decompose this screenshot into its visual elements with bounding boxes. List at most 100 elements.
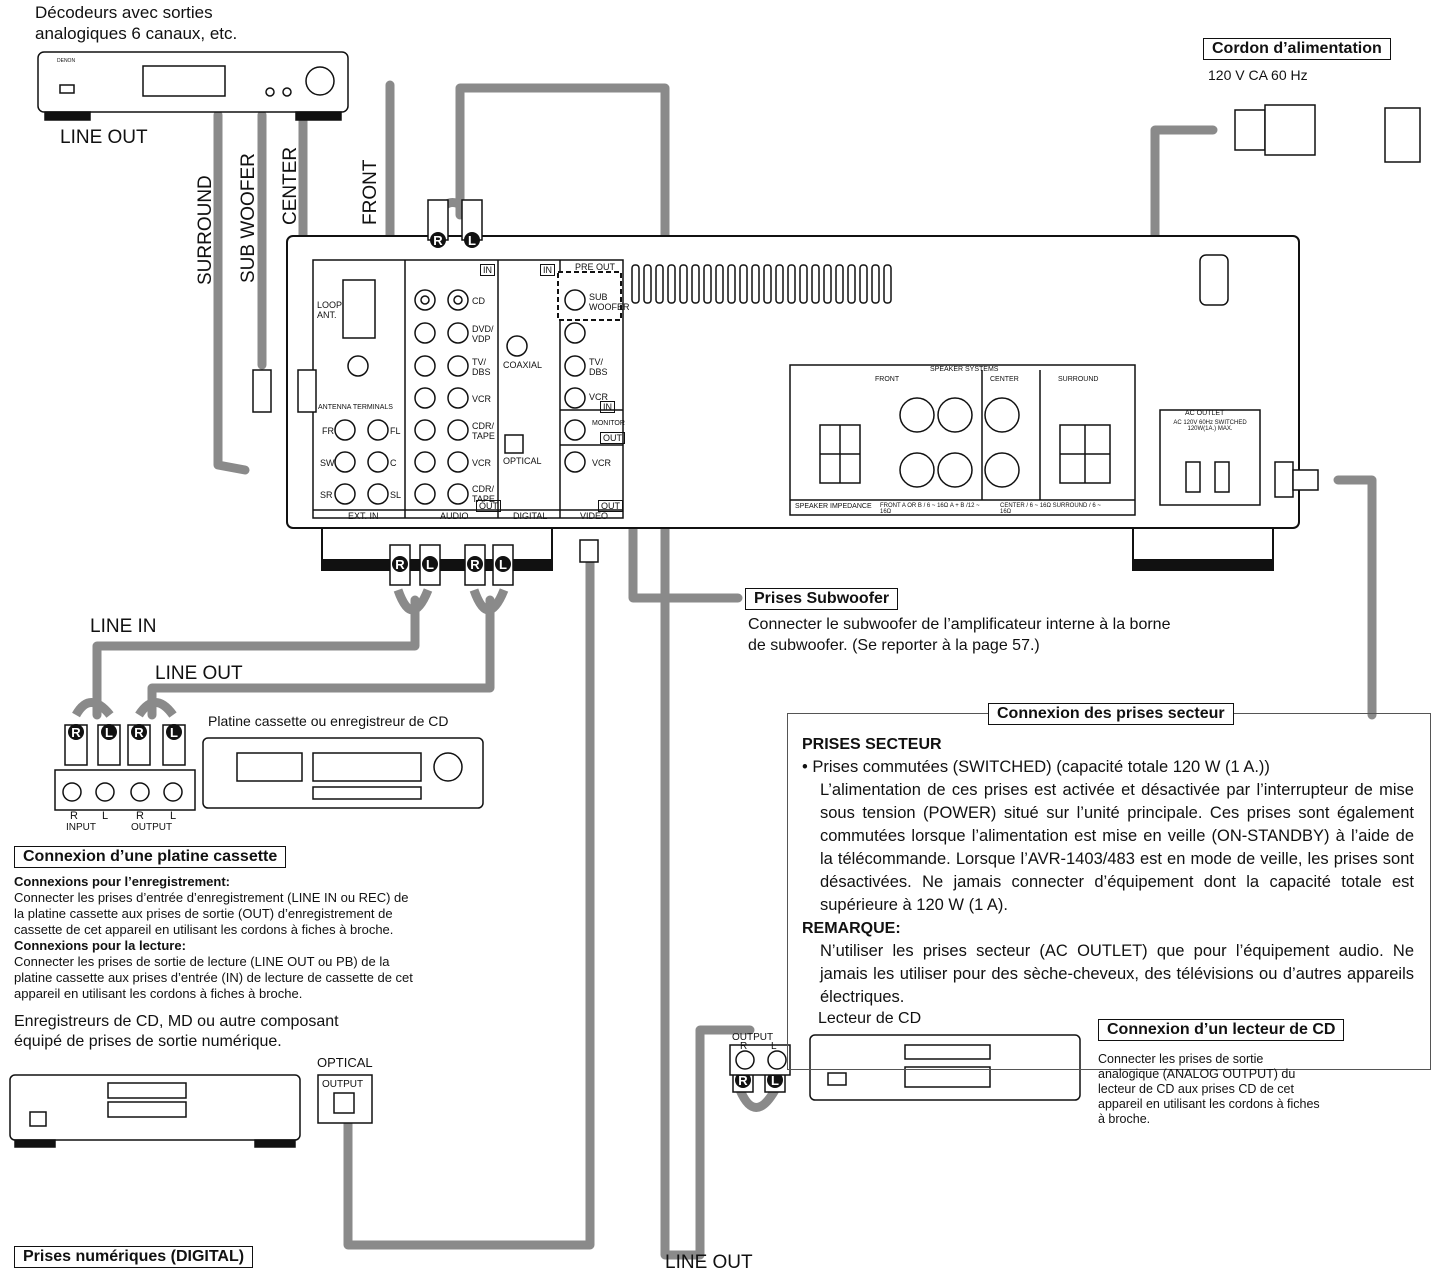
cable-cd-loop (455, 83, 755, 1260)
svg-text:R: R (470, 557, 480, 572)
panel-cdr-label: CDR/ TAPE (472, 421, 495, 441)
svg-text:R: R (738, 1073, 748, 1088)
panel-tv-label: TV/ DBS (472, 357, 491, 377)
panel-optical-label: OPTICAL (503, 456, 542, 466)
cassette-box-title: Connexion d’une platine cassette (14, 846, 287, 868)
secteur-head: PRISES SECTEUR (802, 736, 942, 753)
panel-out-mon-label: OUT (600, 432, 625, 444)
speaker-terminals (819, 397, 1111, 488)
panel-center-imp-label: CENTER / 6 ~ 16Ω SURROUND / 6 ~ 16Ω (1000, 503, 1101, 515)
panel-loop-ant-label: LOOP ANT. (317, 300, 342, 320)
input-r-label: R (70, 810, 78, 822)
svg-text:R: R (134, 725, 144, 740)
input-l-label: L (102, 810, 109, 822)
panel-video-label: VIDEO (580, 511, 609, 521)
panel-ac-spec-label: AC 120V 60Hz SWITCHED 120W(1A.) MAX. (1173, 420, 1247, 432)
panel-ac-outlet-label: AC OUTLET (1185, 410, 1225, 417)
subwoofer-text: Connecter le subwoofer de l’amplificateu… (748, 616, 1171, 654)
panel-sw-label: SW (320, 458, 335, 468)
panel-cdr2-label: CDR/ TAPE (472, 484, 495, 504)
panel-pre-out-label: PRE OUT (575, 262, 616, 272)
cd-r-label: R (740, 1041, 748, 1052)
panel-impedance-label: SPEAKER IMPEDANCE (795, 503, 872, 510)
line-out-tape-label: LINE OUT (155, 663, 243, 684)
rca-jacks (334, 289, 586, 505)
tape-deck (54, 737, 484, 811)
optical-output-label: OUTPUT (322, 1079, 364, 1090)
cable-line-in (92, 595, 420, 720)
cd-l-label: L (771, 1041, 777, 1052)
secteur-body-text: L’alimentation de ces prises est activée… (820, 781, 1414, 914)
digital-box-title: Prises numériques (DIGITAL) (14, 1246, 254, 1268)
panel-front-label: FRONT (875, 376, 900, 383)
sub-woofer-label: SUB WOOFER (238, 153, 259, 283)
panel-c-label: C (390, 458, 397, 468)
panel-front-imp-label: FRONT A OR B / 6 ~ 16Ω A + B /12 ~ 16Ω (880, 503, 980, 515)
panel-sub-woofer-label: SUB WOOFER (589, 292, 630, 312)
output-l-label: L (170, 810, 177, 822)
cd-box-title: Connexion d’un lecteur de CD (1098, 1019, 1345, 1041)
secteur-remark: N’utiliser les prises secteur (AC OUTLET… (820, 942, 1414, 1006)
panel-cd-label: CD (472, 296, 485, 306)
svg-text:L: L (499, 557, 507, 572)
panel-in-v-label: IN (600, 401, 615, 413)
svg-text:L: L (105, 725, 113, 740)
cordon-box-title: Cordon d’alimentation (1203, 38, 1391, 60)
cable-surround (213, 110, 250, 475)
tape-deck-label: Platine cassette ou enregistreur de CD (208, 713, 449, 729)
line-in-label: LINE IN (90, 616, 157, 637)
panel-center-label: CENTER (990, 376, 1019, 383)
svg-text:L: L (426, 557, 434, 572)
panel-in-label-2: IN (540, 264, 555, 276)
input-label: INPUT (66, 822, 96, 833)
plug-letter-l: L (468, 233, 476, 248)
panel-monitor-label: MONITOR (592, 420, 625, 427)
panel-sr-label: SR (320, 490, 333, 500)
front-label: FRONT (360, 159, 381, 225)
secteur-panel: Connexion des prises secteur PRISES SECT… (787, 703, 1431, 1070)
secteur-box-title: Connexion des prises secteur (988, 703, 1234, 725)
cd-recorder (9, 1074, 373, 1148)
panel-sl-label: SL (390, 490, 402, 500)
panel-out-audio-label: OUT (476, 500, 501, 512)
panel-audio-label: AUDIO (440, 511, 469, 521)
svg-text:L: L (170, 725, 178, 740)
panel-dvd-label: DVD/ VDP (472, 324, 494, 344)
ventilation-slots (631, 264, 892, 304)
svg-text:L: L (771, 1073, 779, 1088)
decoder-device (37, 51, 349, 121)
svg-text:R: R (395, 557, 405, 572)
panel-in-label: IN (480, 264, 495, 276)
center-label: CENTER (280, 146, 301, 225)
power-spec-label: 120 V CA 60 Hz (1208, 67, 1308, 83)
panel-fr-label: FR (322, 426, 334, 436)
secteur-remark-head: REMARQUE: (802, 920, 901, 937)
panel-fl-label: FL (390, 426, 401, 436)
panel-vcr-v-label: VCR (589, 392, 609, 402)
panel-speaker-systems-label: SPEAKER SYSTEMS (930, 366, 999, 373)
panel-vcr2-label: VCR (472, 458, 492, 468)
svg-text:R: R (71, 725, 81, 740)
cd-output-label: OUTPUT (732, 1032, 774, 1043)
cable-ac-outlet (1333, 475, 1377, 720)
decoders-label: Décodeurs avec sorties analogiques 6 can… (35, 3, 238, 43)
secteur-bullet: • Prises commutées (SWITCHED) (capacité … (802, 758, 1270, 776)
surround-label: SURROUND (195, 175, 216, 285)
panel-coaxial-label: COAXIAL (503, 360, 543, 370)
svg-text:DENON: DENON (57, 58, 75, 64)
plug-letter-r: R (433, 233, 443, 248)
cable-line-out (147, 595, 495, 720)
output-r-label: R (136, 810, 144, 822)
panel-ext-in-label: EXT. IN (348, 511, 379, 521)
panel-antenna-label: ANTENNA TERMINALS (318, 404, 393, 411)
panel-vcr-label: VCR (472, 394, 492, 404)
output-label: OUTPUT (131, 822, 173, 833)
panel-tv-v-label: TV/ DBS (589, 357, 608, 377)
cd-player-label: Lecteur de CD (818, 1010, 922, 1027)
line-out-top-label: LINE OUT (60, 127, 148, 148)
cd-text: Connecter les prises de sortie analogiqu… (1098, 1052, 1320, 1126)
receiver (286, 235, 1300, 571)
cassette-text: Connexions pour l’enregistrement: Connec… (14, 874, 413, 1001)
optical-label: OPTICAL (317, 1055, 373, 1070)
